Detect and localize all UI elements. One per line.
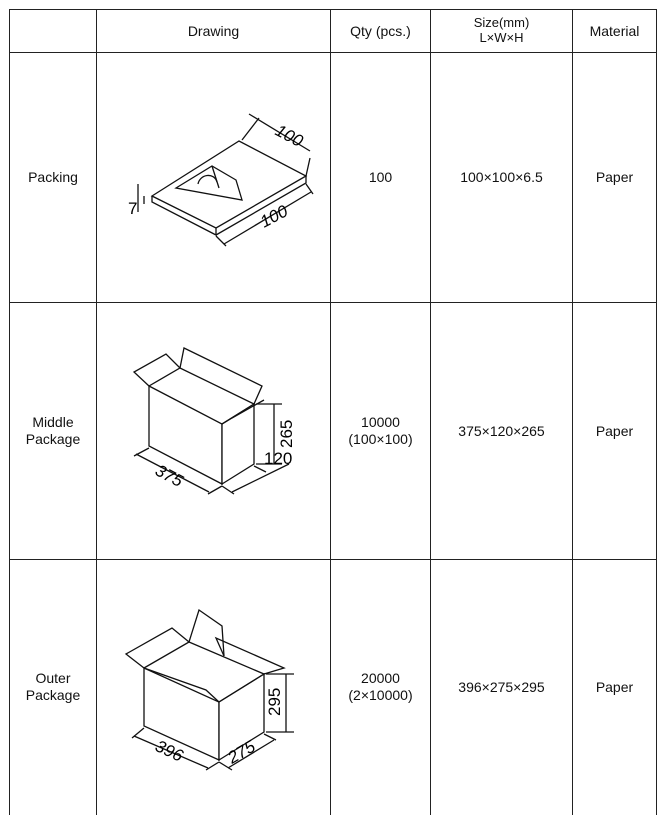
qty-cell: 100 (330, 52, 431, 303)
table-header-row: Drawing Qty (pcs.) Size(mm) L×W×H Materi… (9, 9, 657, 53)
table-row: Packing (9, 52, 657, 303)
carton-box-icon: 396 275 295 (124, 608, 294, 771)
material-cell: Paper (572, 302, 657, 560)
dim-height: 265 (277, 420, 296, 448)
drawing-cell: 375 120 265 (96, 302, 331, 560)
size-cell: 100×100×6.5 (430, 52, 573, 303)
header-drawing: Drawing (96, 9, 331, 53)
size-cell: 396×275×295 (430, 559, 573, 815)
row-label: Outer Package (9, 559, 97, 815)
qty-cell: 20000 (2×10000) (330, 559, 431, 815)
dim-height: 7 (128, 199, 137, 218)
table-row: Outer Package (9, 559, 657, 815)
header-name (9, 9, 97, 53)
drawing-cell: 396 275 295 (96, 559, 331, 815)
tray-icon: 100 100 7 (128, 113, 314, 247)
header-material: Material (572, 9, 657, 53)
table-row: Middle Package (9, 302, 657, 560)
header-qty: Qty (pcs.) (330, 9, 431, 53)
drawing-cell: 100 100 7 (96, 52, 331, 303)
size-cell: 375×120×265 (430, 302, 573, 560)
row-label: Middle Package (9, 302, 97, 560)
dim-bottom: 100 (256, 201, 290, 231)
header-size: Size(mm) L×W×H (430, 9, 573, 53)
header-size-line1: Size(mm) (473, 15, 530, 31)
dim-height: 295 (265, 687, 284, 715)
material-cell: Paper (572, 559, 657, 815)
dim-top: 100 (272, 120, 306, 150)
packaging-spec-table: Drawing Qty (pcs.) Size(mm) L×W×H Materi… (9, 9, 657, 815)
header-size-line2: L×W×H (479, 30, 524, 45)
row-label: Packing (9, 52, 97, 303)
dim-width: 120 (264, 449, 292, 468)
material-cell: Paper (572, 52, 657, 303)
open-box-icon: 375 120 265 (132, 347, 296, 495)
qty-cell: 10000 (100×100) (330, 302, 431, 560)
